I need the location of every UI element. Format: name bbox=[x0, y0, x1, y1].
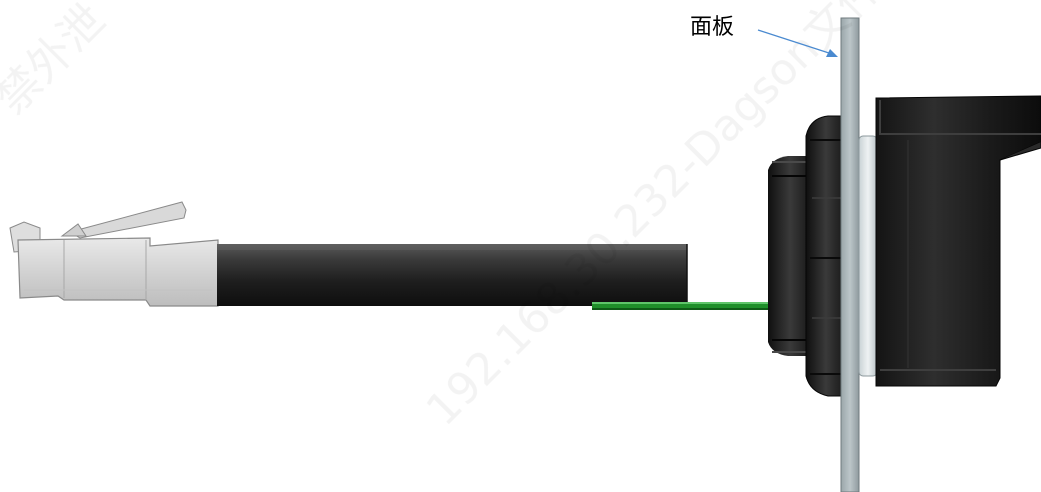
leader-line bbox=[757, 29, 833, 55]
leader-arrowhead bbox=[826, 49, 838, 57]
pcb-board bbox=[592, 302, 774, 310]
panel-plate bbox=[840, 17, 860, 492]
sealing-washer bbox=[858, 135, 878, 377]
panel-callout: 面板 bbox=[690, 15, 838, 57]
panel-label: 面板 bbox=[690, 15, 734, 40]
rj45-plug bbox=[9, 201, 219, 307]
ethernet-cable bbox=[217, 244, 688, 306]
watermark-corner-text: 禁外泄 bbox=[0, 0, 115, 124]
connector-housing bbox=[875, 95, 1041, 387]
threaded-coupling bbox=[768, 115, 847, 397]
